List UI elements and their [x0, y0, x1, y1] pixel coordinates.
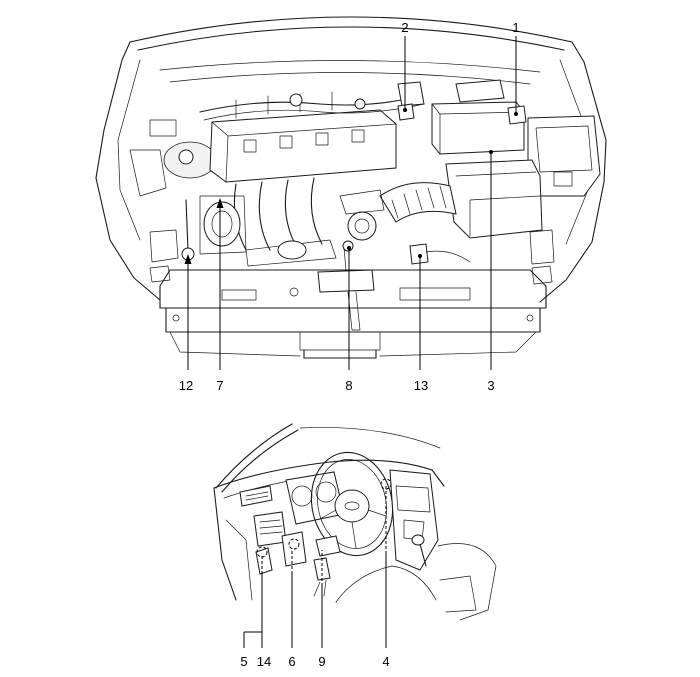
callout-3: 3: [487, 378, 494, 393]
callout-9: 9: [318, 654, 325, 669]
callout-7: 7: [216, 378, 223, 393]
engine-callout-leaders: [184, 36, 518, 370]
interior-dashboard-drawing: [213, 423, 497, 621]
callout-5: 5: [240, 654, 247, 669]
callout-13: 13: [414, 378, 428, 393]
callout-2: 2: [401, 20, 408, 35]
callout-14: 14: [257, 654, 271, 669]
interior-callout-leaders: [243, 478, 392, 648]
callout-1: 1: [512, 20, 519, 35]
engine-compartment-drawing: [95, 16, 607, 359]
callout-8: 8: [345, 378, 352, 393]
callout-4: 4: [382, 654, 389, 669]
callout-12: 12: [179, 378, 193, 393]
callout-6: 6: [288, 654, 295, 669]
callout-numbers: 1 2 12 7 8 13 3 5 14 6 9 4: [179, 20, 520, 669]
